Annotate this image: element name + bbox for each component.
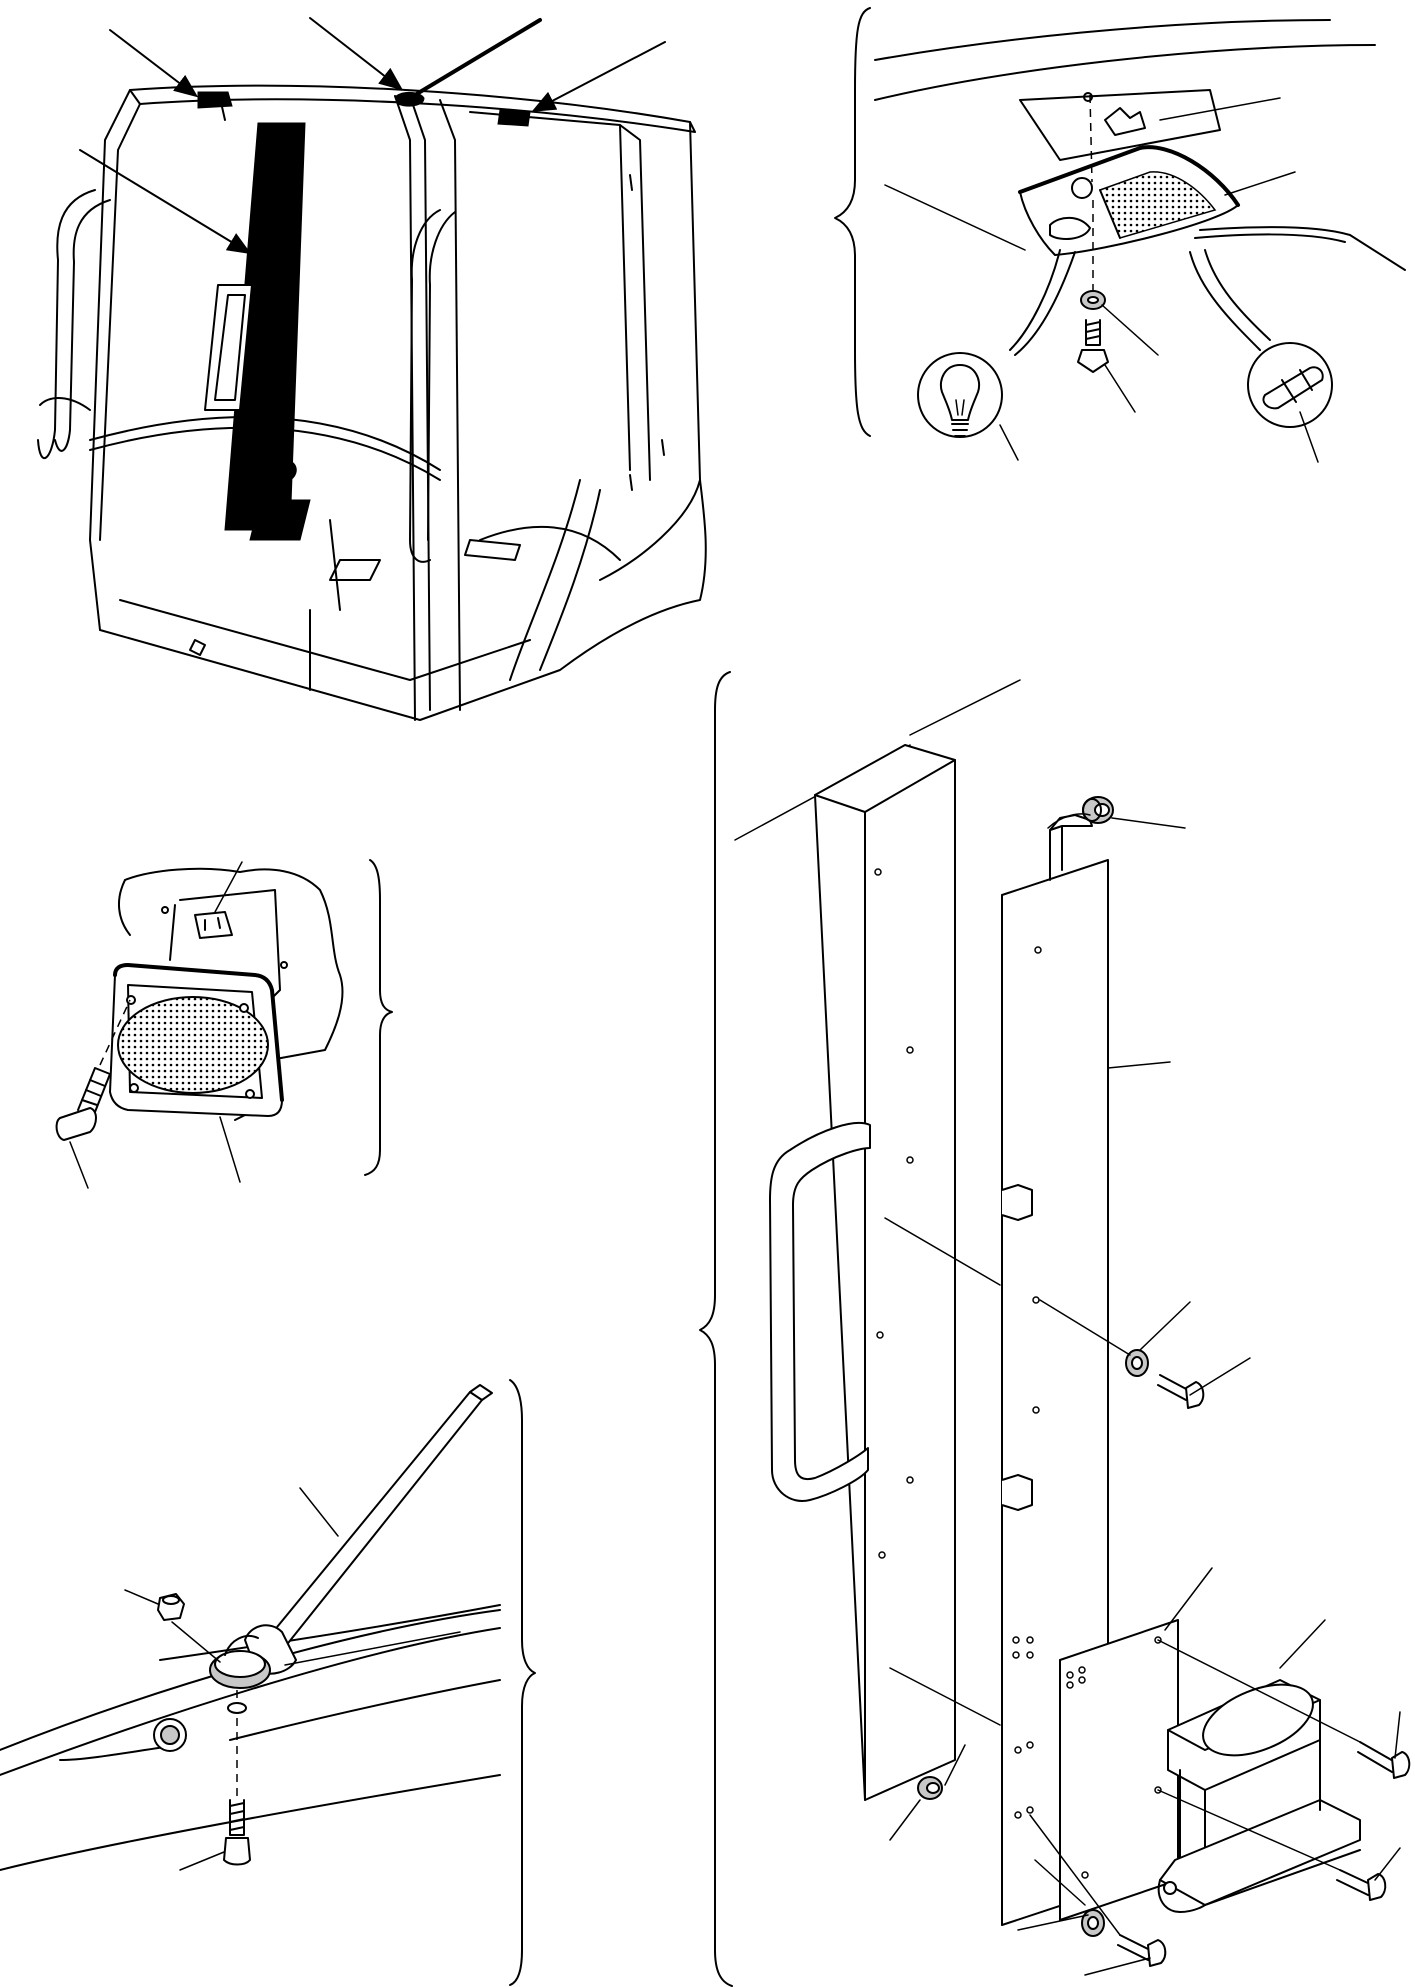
ceiling-lamp-detail (834, 7, 1406, 463)
cab-overview (37, 17, 707, 721)
antenna-detail (0, 1379, 536, 1986)
speaker-detail (55, 859, 393, 1189)
pillar-bracket-detail (699, 671, 1411, 1987)
